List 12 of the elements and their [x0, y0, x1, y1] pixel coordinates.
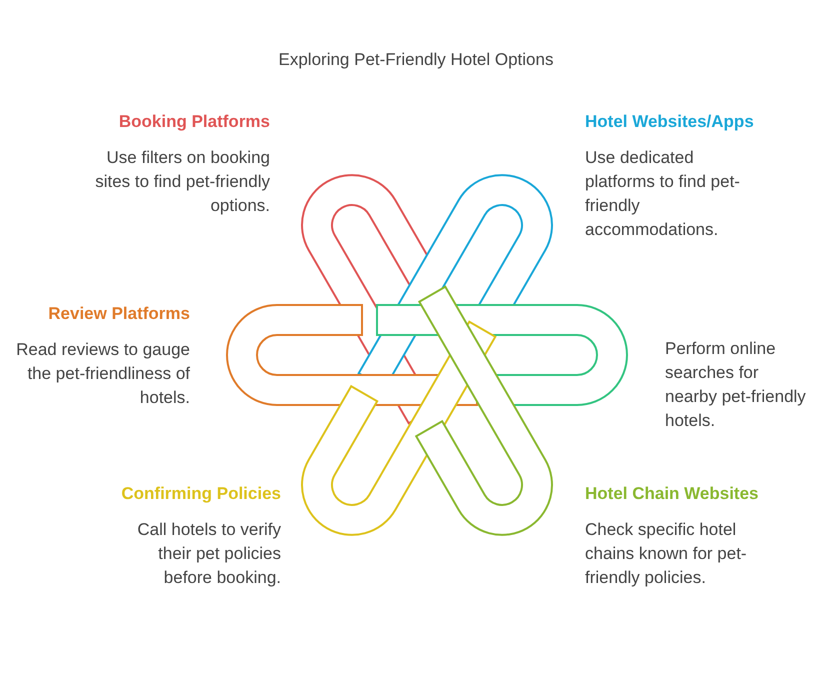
heading: Hotel Chain Websites: [585, 483, 760, 505]
description: Read reviews to gauge the pet-friendliness of hotels.: [15, 339, 190, 409]
title: Exploring Pet-Friendly Hotel Options: [278, 50, 554, 70]
description: Check specific hotel chains known for pet-friendly policies.: [585, 519, 748, 589]
description: Use filters on booking sites to find pet-friendly options.: [95, 147, 270, 217]
heading: Review Platforms: [47, 303, 190, 325]
heading: Confirming Policies: [120, 483, 281, 505]
heading: Hotel Websites/Apps: [585, 111, 755, 133]
description: Call hotels to verify their pet policies before booking.: [136, 519, 281, 589]
heading: Booking Platforms: [118, 111, 270, 133]
description: Use dedicated platforms to find pet-friendly accommodations.: [585, 147, 741, 241]
description: Perform online searches for nearby pet-friendly hotels.: [665, 338, 807, 432]
